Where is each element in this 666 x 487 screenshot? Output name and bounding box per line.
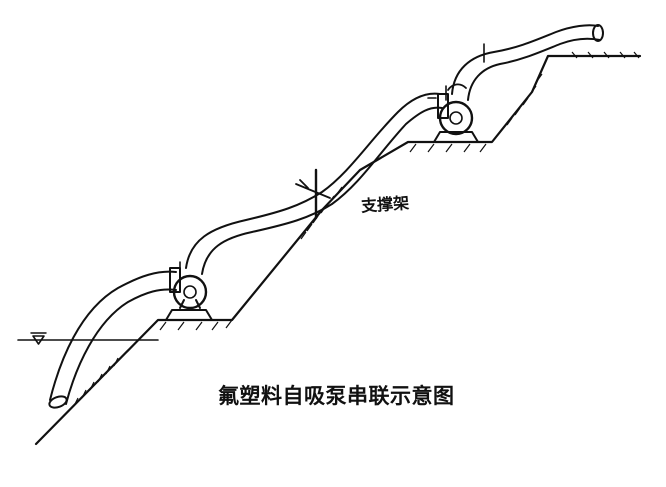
- self-priming-pump-icon: [165, 261, 213, 321]
- diagram-caption: 氟塑料自吸泵串联示意图: [218, 384, 455, 408]
- suction-hose: [48, 270, 177, 409]
- ground-hatching: [73, 51, 640, 407]
- connecting-hose: [185, 92, 443, 275]
- support-frame-label: 支撑架: [360, 193, 410, 216]
- discharge-hose: [451, 24, 604, 101]
- support-frame: [295, 168, 331, 220]
- self-priming-pump-icon: [427, 83, 479, 143]
- water-level-triangle-icon: [30, 332, 47, 345]
